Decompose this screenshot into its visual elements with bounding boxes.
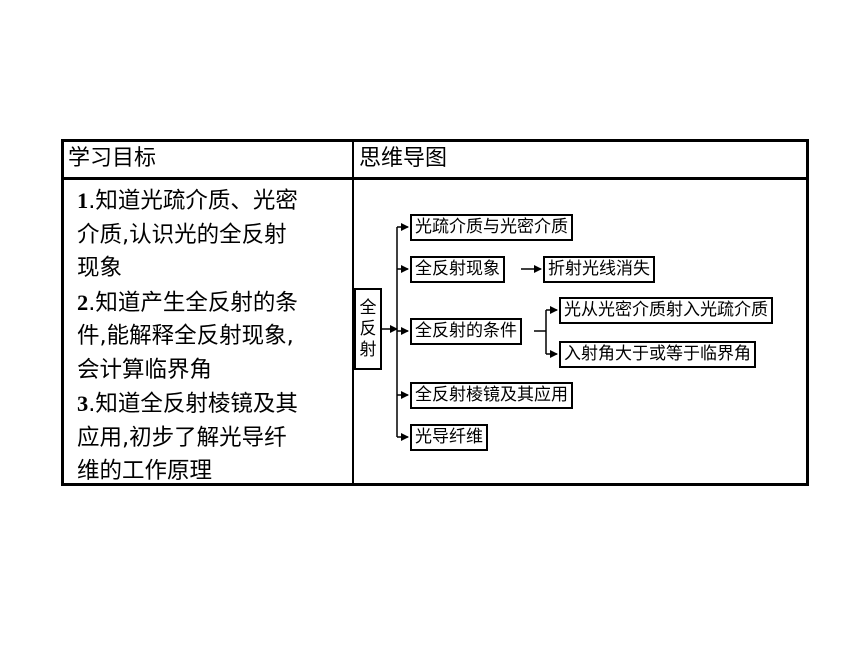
goal-text: 应用,初步了解光导纤	[77, 424, 287, 451]
mind-map-header: 思维导图	[359, 146, 448, 171]
goal-text: 介质,认识光的全反射	[77, 221, 287, 248]
node-prism-applications: 全反射棱镜及其应用	[410, 382, 573, 409]
goal-number: 1	[77, 188, 89, 213]
goal-text: 件,能解释全反射现象,	[77, 323, 294, 349]
node-optically-sparse-dense: 光疏介质与光密介质	[410, 214, 573, 241]
node-refracted-ray-vanishes: 折射光线消失	[543, 256, 655, 283]
mind-map: 全 反 射 光疏介质与光密介质 全反射现象 折射光线消失 全反射的条件 光从光密…	[64, 142, 806, 483]
mind-map-root: 全 反 射	[354, 288, 382, 370]
node-optical-fiber: 光导纤维	[410, 424, 488, 451]
goal-text: 维的工作原理	[77, 458, 213, 484]
column-divider	[352, 142, 354, 483]
objectives-table: 学习目标 思维导图 1.知道光疏介质、光密 介质,认识光的全反射 现象 2.知道…	[61, 139, 809, 486]
goal-text: 会计算临界角	[77, 356, 213, 383]
learning-goals-header: 学习目标	[68, 146, 157, 171]
goal-item: 2.知道产生全反射的条 件,能解释全反射现象, 会计算临界角	[77, 286, 347, 388]
learning-goals-list: 1.知道光疏介质、光密 介质,认识光的全反射 现象 2.知道产生全反射的条 件,…	[77, 184, 347, 489]
goal-item: 3.知道全反射棱镜及其 应用,初步了解光导纤 维的工作原理	[77, 387, 347, 489]
node-dense-to-sparse: 光从光密介质射入光疏介质	[559, 297, 773, 324]
goal-text: .知道光疏介质、光密	[88, 188, 298, 214]
goal-text: 现象	[77, 255, 123, 281]
goal-number: 2	[77, 289, 89, 315]
goal-text: .知道全反射棱镜及其	[88, 391, 298, 417]
header-divider	[64, 177, 806, 180]
node-conditions: 全反射的条件	[410, 318, 522, 345]
goal-number: 3	[77, 391, 89, 416]
node-critical-angle: 入射角大于或等于临界角	[559, 341, 756, 368]
goal-item: 1.知道光疏介质、光密 介质,认识光的全反射 现象	[77, 184, 347, 286]
goal-text: .知道产生全反射的条	[88, 289, 298, 316]
mind-map-connectors	[382, 223, 558, 441]
node-total-reflection-phenomenon: 全反射现象	[410, 256, 505, 283]
